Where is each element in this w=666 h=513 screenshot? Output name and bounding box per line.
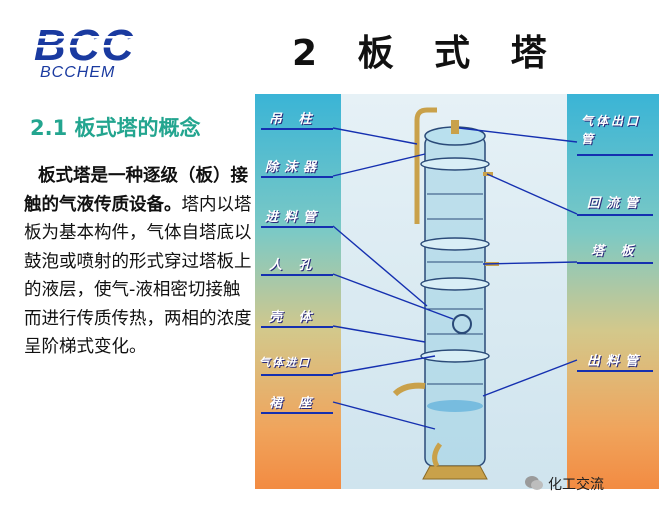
label-manhole: 人 孔	[269, 258, 318, 273]
label-underline	[261, 274, 333, 276]
column-illustration	[332, 107, 578, 480]
label-gas-inlet: 气体进口	[259, 356, 311, 369]
label-underline	[577, 262, 653, 264]
watermark-text: 化工交流	[548, 477, 604, 493]
bcc-logo: BCC	[34, 21, 156, 70]
label-feed-pipe: 进料管	[265, 210, 323, 225]
right-label-panel	[567, 94, 659, 489]
label-underline	[261, 374, 333, 376]
logo-subtext: BCCHEM	[40, 64, 116, 81]
slide-title: 2 板 式 塔	[292, 33, 561, 74]
plate-column-diagram: 吊 柱 除沫器 进料管 人 孔 壳 体 气体进口 裙 座 气体出口管 回流管 塔…	[255, 94, 659, 489]
description-rest: 塔内以塔板为基本构件，气体自塔底以鼓泡或喷射的形式穿过塔板上的液层，使气-液相密…	[24, 194, 252, 358]
label-skirt: 裙 座	[269, 396, 318, 411]
label-underline	[261, 326, 333, 328]
wechat-icon	[525, 476, 543, 490]
label-underline	[261, 226, 333, 228]
label-shell: 壳 体	[269, 310, 318, 325]
label-tray: 塔 板	[591, 244, 640, 259]
section-title: 2.1 板式塔的概念	[30, 116, 201, 140]
label-gas-outlet: 气体出口管	[581, 114, 642, 146]
label-discharge-pipe: 出料管	[587, 354, 645, 369]
label-underline	[261, 128, 333, 130]
label-underline	[577, 370, 653, 372]
label-reflux-pipe: 回流管	[587, 196, 645, 211]
label-underline	[577, 214, 653, 216]
label-demister: 除沫器	[265, 160, 323, 175]
label-davit: 吊 柱	[269, 112, 318, 127]
description-text: 板式塔是一种逐级（板）接触的气液传质设备。塔内以塔板为基本构件，气体自塔底以鼓泡…	[24, 162, 254, 362]
label-underline	[577, 154, 653, 156]
label-underline	[261, 412, 333, 414]
left-label-panel	[255, 94, 341, 489]
label-underline	[261, 176, 333, 178]
description-bold: 板式塔是一种逐级（板）接触的气液传质设备。	[24, 166, 248, 215]
